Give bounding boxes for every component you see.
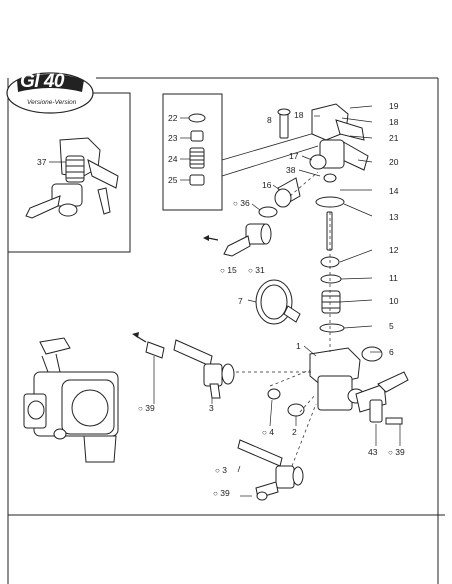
callout-36: ○ 36 — [233, 198, 250, 208]
model-title: GI 40 — [20, 71, 64, 92]
callout-1: 1 — [296, 341, 301, 351]
callout-23: 23 — [168, 133, 178, 143]
callout-25: 25 — [168, 175, 178, 185]
callout-36-number: 36 — [240, 198, 250, 208]
leader-lines — [153, 105, 401, 497]
lever-valve-3b — [237, 439, 304, 501]
valve-head-assembly — [258, 103, 369, 218]
callout-8: 8 — [267, 115, 272, 125]
callout-16: 16 — [262, 180, 272, 190]
callout-18-right: 18 — [389, 117, 399, 127]
callout-24: 24 — [168, 154, 178, 164]
callout-39-bottom: ○ 39 — [213, 488, 230, 498]
callout-21: 21 — [389, 133, 399, 143]
callout-17: 17 — [289, 151, 299, 161]
callout-5: 5 — [389, 321, 394, 331]
callout-19: 19 — [389, 101, 399, 111]
callout-3-upper: 3 — [209, 403, 214, 413]
spring-parts-box — [162, 93, 223, 211]
callout-18-upper: 18 — [294, 110, 304, 120]
spring-parts-stack — [188, 113, 206, 186]
callout-39-bottom-number: 39 — [220, 488, 230, 498]
plug-parts-2-4 — [267, 388, 305, 417]
callout-7: 7 — [238, 296, 243, 306]
callout-22: 22 — [168, 113, 178, 123]
callout-11: 11 — [389, 273, 398, 283]
callout-43: 43 — [368, 447, 378, 457]
callout-38: 38 — [286, 165, 296, 175]
callout-20: 20 — [389, 157, 399, 167]
callout-31: ○ 31 — [248, 265, 265, 275]
piston-stack — [319, 211, 345, 333]
callout-4: ○ 4 — [262, 427, 274, 437]
callout-12: 12 — [389, 245, 399, 255]
alignment-dashes — [236, 171, 331, 467]
callout-3-lower-number: 3 — [222, 465, 227, 475]
callout-37: 37 — [37, 157, 47, 167]
pressure-gauge-7 — [255, 279, 301, 325]
callout-14: 14 — [389, 186, 399, 196]
main-valve-body-1 — [309, 346, 409, 425]
callout-2: 2 — [292, 427, 297, 437]
hose-fitting-15-31 — [223, 223, 272, 257]
callout-39-right-number: 39 — [395, 447, 405, 457]
callout-39-right: ○ 39 — [388, 447, 405, 457]
callout-39-left-number: 39 — [145, 403, 155, 413]
callout-15-number: 15 — [227, 265, 237, 275]
callout-31-number: 31 — [255, 265, 265, 275]
inset-valve-37 — [25, 137, 119, 219]
callout-6: 6 — [389, 347, 394, 357]
callout-4-number: 4 — [269, 427, 274, 437]
version-subtitle: Versione-Version — [27, 99, 77, 106]
callout-15: ○ 15 — [220, 265, 237, 275]
lever-valve-3a — [145, 339, 235, 399]
callout-10: 10 — [389, 296, 399, 306]
sprayer-pump-assembly — [23, 337, 119, 463]
callout-13: 13 — [389, 212, 399, 222]
callout-39-left: ○ 39 — [138, 403, 155, 413]
badge-dark-band — [17, 74, 84, 92]
callout-3-lower: ○ 3 — [215, 465, 227, 475]
